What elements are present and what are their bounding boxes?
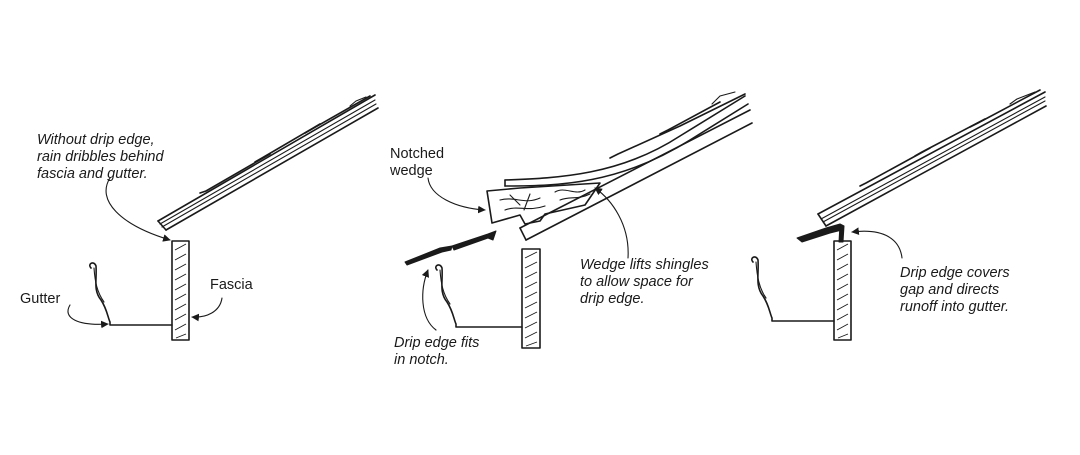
leader-wedge-lifts xyxy=(594,187,629,259)
drip-edge-3 xyxy=(796,223,845,243)
label-fascia: Fascia xyxy=(210,277,253,293)
leader-drip-1 xyxy=(105,177,171,242)
gutter-1 xyxy=(89,262,173,326)
fascia-board-3 xyxy=(833,240,852,341)
drip-edge-pieces-2 xyxy=(404,230,497,266)
lifted-shingles-2 xyxy=(504,91,749,187)
leader-drip-fits xyxy=(421,269,437,331)
roof-deck-2 xyxy=(519,109,753,241)
panel-without-drip-edge xyxy=(67,94,379,341)
gutter-2 xyxy=(435,264,523,328)
roof-shingles-1 xyxy=(157,94,379,231)
label-gutter: Gutter xyxy=(20,291,61,307)
fascia-board-1 xyxy=(171,240,190,341)
roof-shingles-3 xyxy=(817,89,1047,227)
leader-gutter xyxy=(67,304,109,329)
leader-fascia xyxy=(191,297,223,322)
label-wedge-lifts: Wedge lifts shingles to allow space for … xyxy=(580,257,709,307)
label-without-drip-edge: Without drip edge, rain dribbles behind … xyxy=(37,132,164,182)
fascia-board-2 xyxy=(521,248,541,349)
panel-notched-wedge xyxy=(404,91,753,349)
panel-with-drip-edge xyxy=(751,89,1047,341)
leader-notched-wedge xyxy=(427,177,486,214)
label-drip-edge-covers: Drip edge covers gap and directs runoff … xyxy=(900,265,1010,315)
label-drip-edge-fits: Drip edge fits in notch. xyxy=(394,335,480,368)
gutter-3 xyxy=(751,256,835,322)
leader-drip-covers xyxy=(851,227,903,259)
notched-wedge-block xyxy=(486,182,601,225)
label-notched-wedge: Notched wedge xyxy=(390,146,445,179)
